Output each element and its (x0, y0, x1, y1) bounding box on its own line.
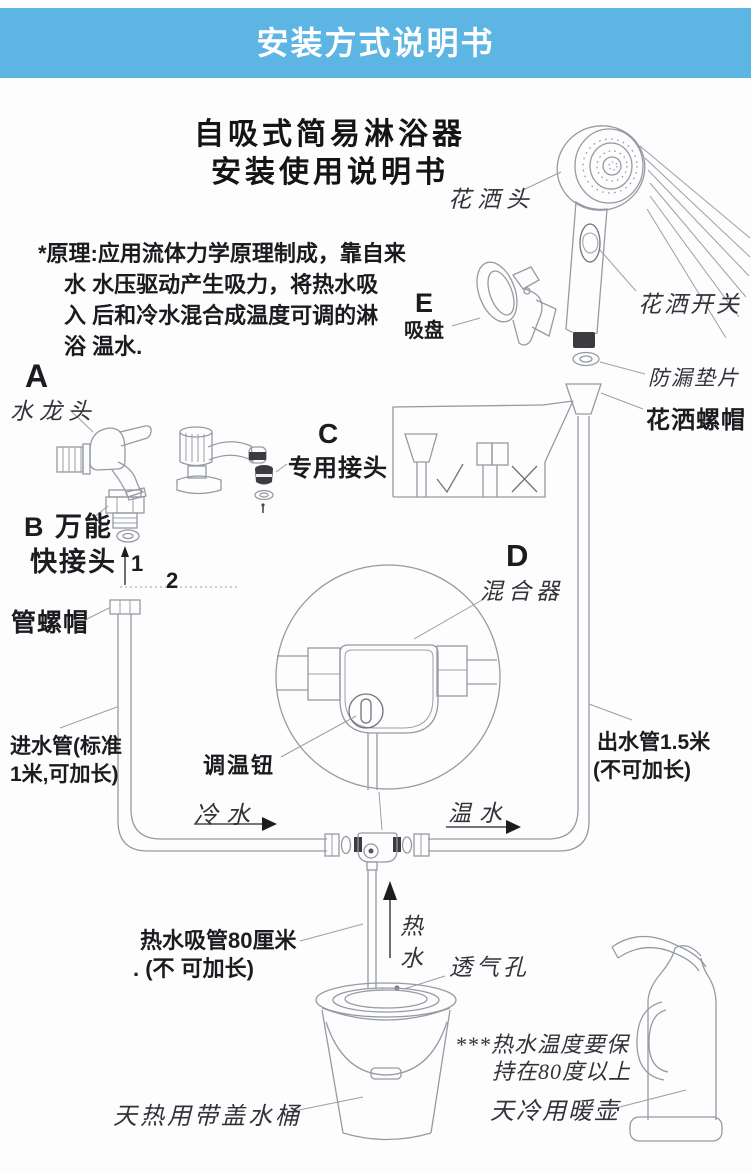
outlet-pipe-drawing (428, 416, 633, 852)
shower-switch-drawing (579, 223, 601, 263)
flow-arrows (194, 817, 521, 958)
label-part-b-line1: B 万能 (24, 512, 113, 542)
label-hot-char: 热 (400, 914, 423, 939)
principle-line2: 水 水压驱动产生吸力，将热水吸 (64, 272, 379, 297)
label-note-line1: ***热水温度要保 (455, 1032, 630, 1057)
connector-guide-box-drawing (392, 400, 574, 498)
label-step-2: 2 (166, 568, 179, 593)
label-outlet-pipe-line1: 出水管1.5米 (597, 731, 711, 754)
faucet-c-drawing (176, 426, 288, 513)
mixer-magnifier-drawing (275, 564, 501, 831)
faucet-a-drawing (56, 409, 152, 501)
label-cold-day-kettle: 天冷用暖壶 (490, 1099, 620, 1125)
label-part-e: E (415, 288, 434, 318)
label-leakproof-gasket: 防漏垫片 (648, 366, 740, 390)
label-mixer: 混合器 (480, 579, 564, 604)
doc-title: 自吸式简易淋浴器 安装使用说明书 (160, 116, 500, 192)
label-suction-tube-line2: . (不 可加长) (133, 956, 254, 981)
label-shower-nut: 花洒螺帽 (646, 407, 746, 434)
label-pipe-nut: 管螺帽 (11, 609, 90, 637)
check-icon (436, 463, 464, 494)
label-suction-cup: 吸盘 (404, 320, 444, 342)
page-title: 安装方式说明书 (256, 25, 495, 61)
label-faucet: 水龙头 (10, 399, 97, 424)
label-temp-knob: 调温钮 (203, 753, 276, 778)
pointer-lines (288, 923, 687, 1113)
suction-cup-drawing (451, 261, 557, 346)
label-special-connector: 专用接头 (288, 455, 388, 482)
label-step-1: 1 (131, 551, 144, 576)
principle-line4: 浴 温水. (64, 334, 143, 359)
bucket-drawing (315, 982, 457, 1141)
label-shower-head: 花洒头 (448, 187, 535, 212)
label-inlet-pipe-line2: 1米,可加长) (10, 763, 119, 786)
label-hot-day-bucket: 天热用带盖水桶 (113, 1104, 302, 1130)
label-outlet-pipe-line2: (不可加长) (593, 759, 691, 782)
principle-line1: *原理:应用流体力学原理制成，靠自来 (38, 241, 406, 266)
principle-line3: 入 后和冷水混合成温度可调的淋 (64, 303, 379, 328)
label-suction-tube-line1: 热水吸管80厘米 (140, 928, 297, 953)
kettle-drawing (611, 935, 723, 1142)
shower-head-drawing (520, 125, 751, 348)
label-part-b-line2: 快接头 (30, 547, 117, 577)
label-warm-water: 温水 (448, 801, 510, 826)
shower-nut-drawing (565, 351, 646, 415)
label-part-d: D (506, 538, 529, 573)
temp-knob-drawing (348, 693, 384, 729)
quick-connector-b-drawing (92, 489, 240, 588)
inlet-pipe-drawing (59, 599, 327, 852)
label-note-line2: 持在80度以上 (492, 1059, 632, 1084)
label-part-a: A (25, 358, 49, 394)
mixer-drawing (324, 832, 430, 988)
label-cold-water: 冷水 (194, 803, 258, 829)
label-shower-switch: 花洒开关 (638, 292, 742, 317)
doc-title-line1: 自吸式简易淋浴器 (194, 118, 466, 151)
label-water-char: 水 (400, 946, 423, 971)
label-part-c: C (318, 418, 339, 449)
label-air-vent: 透气孔 (449, 955, 530, 980)
label-inlet-pipe-line1: 进水管(标准 (10, 735, 122, 758)
doc-title-line2: 安装使用说明书 (211, 156, 449, 189)
x-icon (511, 465, 538, 493)
header-bar: 安装方式说明书 (0, 8, 751, 78)
